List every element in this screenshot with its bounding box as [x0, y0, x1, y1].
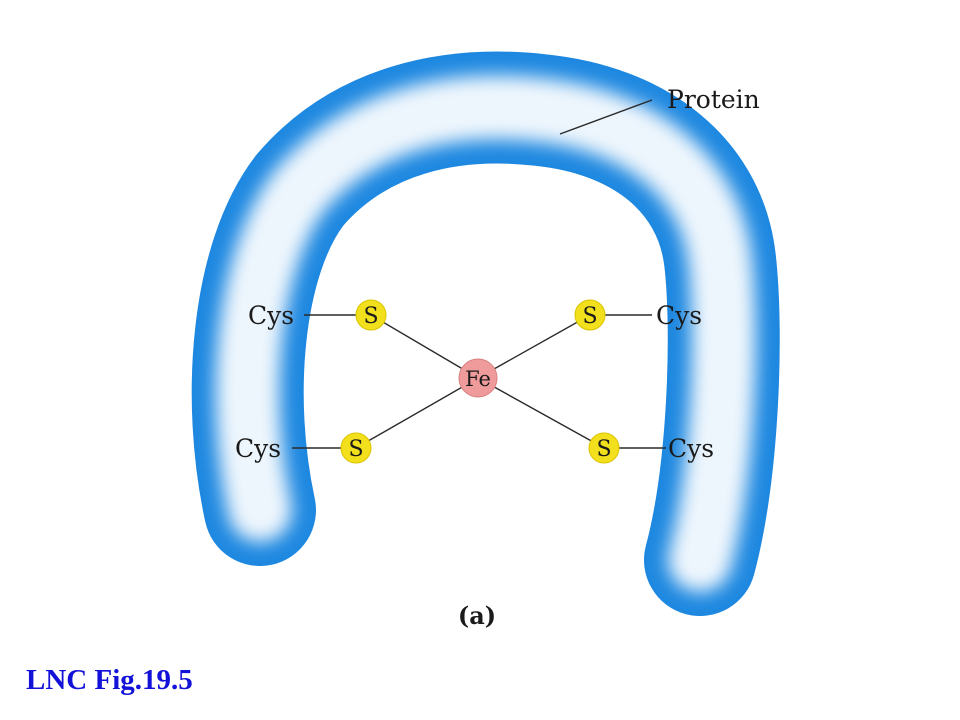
sulfur-atom-bottom-right: S — [588, 432, 620, 464]
svg-text:S: S — [582, 304, 597, 329]
bond-s-fe-top-right — [477, 314, 591, 379]
protein-leader-line — [559, 99, 653, 135]
sulfur-atom-bottom-left: S — [340, 432, 372, 464]
cys-label-top-left: Cys — [248, 301, 294, 330]
svg-text:S: S — [363, 304, 378, 329]
svg-text:Fe: Fe — [465, 367, 491, 391]
iron-atom: Fe — [458, 358, 498, 398]
bonds — [292, 314, 666, 449]
svg-text:S: S — [348, 437, 363, 462]
figure-caption: LNC Fig.19.5 — [26, 664, 193, 696]
bond-s-fe-bottom-left — [355, 377, 479, 449]
bond-s-fe-bottom-right — [477, 377, 605, 449]
protein-label: Protein — [667, 85, 760, 114]
bond-s-fe-top-left — [370, 314, 479, 379]
cys-label-top-right: Cys — [656, 301, 702, 330]
panel-label: (a) — [458, 601, 496, 630]
svg-text:S: S — [596, 437, 611, 462]
cys-label-bottom-left: Cys — [235, 434, 281, 463]
protein-arch-inner — [215, 75, 756, 592]
sulfur-atom-top-right: S — [574, 299, 606, 331]
sulfur-atom-top-left: S — [355, 299, 387, 331]
cys-label-bottom-right: Cys — [668, 434, 714, 463]
protein-arch — [191, 51, 780, 616]
